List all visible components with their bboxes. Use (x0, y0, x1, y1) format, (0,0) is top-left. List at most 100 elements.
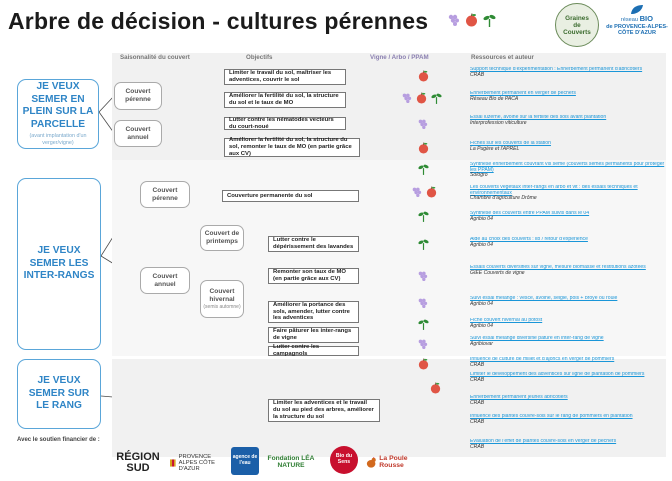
resource-item[interactable]: Enherbement permanent en verger de pêche… (470, 91, 666, 105)
resource-link[interactable]: Support technique d'expérimentation : En… (470, 67, 643, 72)
resource-item[interactable]: Enherbement permanent jeunes abricotiers… (470, 395, 666, 409)
resource-item[interactable]: Suivi essai mélange : vesce, avoine, sei… (470, 296, 666, 310)
resource-item[interactable]: Essais couverts diversifiés sur vigne, m… (470, 265, 666, 285)
resource-author: Agribio 04 (470, 322, 493, 329)
resource-author: Agribio 04 (470, 300, 493, 307)
culture-icons (418, 238, 429, 250)
culture-icons (418, 118, 428, 130)
resource-link[interactable]: Enherbement permanent jeunes abricotiers (470, 395, 568, 400)
band-section-2 (112, 160, 666, 356)
section-title: JE VEUX SEMER LES INTER-RANGS (23, 245, 95, 282)
header-ressources: Ressources et auteur (471, 54, 534, 61)
resource-item[interactable]: Essai luzerne, avoine sur la fertilité d… (470, 115, 666, 135)
resource-link[interactable]: Influence de culture de millet et d'ajon… (470, 357, 615, 362)
objective-text: Couverture permanente du sol (227, 192, 313, 199)
resource-link[interactable]: Fiches sur les couverts de la station (470, 141, 551, 146)
resource-item[interactable]: Synthèse des couverts entre PPAM suivis … (470, 211, 666, 225)
objective-box: Lutter contre le dépérissement des lavan… (268, 236, 359, 252)
section-inter-rangs: JE VEUX SEMER LES INTER-RANGS (17, 178, 101, 350)
objective-box: Remonter son taux de MO (en partie grâce… (268, 268, 359, 284)
resource-item[interactable]: Fiches sur les couverts de la station La… (470, 141, 666, 155)
culture-icons (418, 318, 429, 330)
header-saisonnalite: Saisonnalité du couvert (120, 54, 190, 61)
culture-icons (430, 382, 441, 394)
grape-icon (418, 271, 428, 281)
resource-link[interactable]: Suivi essai mélange diversifié pâturé en… (470, 336, 604, 341)
sprout-icon (483, 14, 496, 27)
objective-box: Limiter le travail du sol, maîtriser les… (224, 69, 346, 85)
band-section-1 (112, 68, 666, 163)
french-flag-icon (170, 459, 176, 467)
resource-link[interactable]: Essai luzerne, avoine sur la fertilité d… (470, 115, 607, 120)
resource-item[interactable]: Suivi essai mélange diversifié pâturé en… (470, 336, 666, 356)
bio-du-sens-text: Bio du Sens (335, 453, 353, 465)
title-icons (448, 13, 496, 27)
apple-icon (418, 358, 429, 370)
resource-link[interactable]: Fiche couvert hivernal au potost (470, 318, 543, 323)
objective-text: Lutter contre le dépérissement des lavan… (273, 237, 354, 250)
footer-label: Avec le soutien financier de : (17, 437, 100, 443)
resource-link[interactable]: Les couverts végétaux inter-rangs en arb… (470, 185, 638, 196)
resource-item[interactable]: Support technique d'expérimentation : En… (470, 67, 666, 87)
header-ppam-label: PPAM (411, 54, 429, 61)
level-printemps: Couvert de printemps (200, 225, 244, 251)
resource-link[interactable]: Évaluation de l'effet de plantes couvre-… (470, 439, 617, 444)
resource-item[interactable]: Limiter le développement des adventices … (470, 372, 666, 392)
grape-icon (402, 93, 412, 103)
agence-text: agence de l'eau (232, 454, 258, 466)
resource-item[interactable]: Fiche couvert hivernal au potost Agribio… (470, 318, 666, 332)
fondation-text: Fondation LÉA NATURE (267, 454, 315, 469)
resource-author: CRAB (470, 443, 485, 450)
resource-link[interactable]: Synthèse des couverts entre PPAM suivis … (470, 211, 590, 216)
apple-icon (418, 142, 429, 154)
resource-item[interactable]: Aide au choix des couverts : lib / retou… (470, 237, 666, 251)
resource-link[interactable]: Aide au choix des couverts : lib / retou… (470, 237, 588, 242)
resource-link[interactable]: Essais couverts diversifiés sur vigne, m… (470, 265, 646, 270)
culture-icons (418, 210, 429, 222)
resource-item[interactable]: Influence des plantes couvre-sols sur le… (470, 414, 666, 434)
culture-icons (418, 70, 429, 82)
objective-box: Améliorer la fertilité du sol, la struct… (224, 92, 346, 108)
level-label: Couvert pérenne (125, 88, 151, 103)
culture-icons (402, 92, 442, 104)
resource-item[interactable]: Synthèse enherbement couvrant vis semé (… (470, 162, 666, 182)
page-title: Arbre de décision - cultures pérennes (8, 8, 429, 34)
resource-item[interactable]: Influence de culture de millet et d'ajon… (470, 357, 666, 371)
apple-icon (416, 92, 427, 104)
header-objectifs: Objectifs (246, 54, 273, 61)
resource-author: CRAB (470, 376, 485, 383)
resource-author: CRAB (470, 71, 485, 78)
objective-box: Améliorer la portance des sols, amender,… (268, 301, 359, 323)
bio-region: de PROVENCE-ALPES-CÔTE D'AZUR (606, 24, 668, 37)
resource-author: Agribio 04 (470, 215, 493, 222)
objective-text: Limiter le travail du sol, maîtriser les… (229, 70, 332, 83)
apple-icon (430, 382, 441, 394)
objective-box: Lutter contre les nématodes vecteurs du … (224, 117, 346, 130)
resource-link[interactable]: Limiter le développement des adventices … (470, 372, 645, 377)
resource-link[interactable]: Enherbement permanent en verger de pêche… (470, 91, 576, 96)
objective-text: Lutter contre les nématodes vecteurs du … (229, 116, 334, 130)
resource-link[interactable]: Suivi essai mélange : vesce, avoine, sei… (470, 296, 618, 301)
apple-icon (466, 13, 477, 27)
resource-author: Sologro (470, 172, 488, 179)
culture-icons (418, 358, 429, 370)
level-sublabel: (semis automne) (203, 304, 241, 310)
resource-item[interactable]: Évaluation de l'effet de plantes couvre-… (470, 439, 666, 453)
resource-author: CRAB (470, 361, 485, 368)
bio-prefix: réseau (620, 17, 639, 23)
hen-icon (366, 456, 376, 468)
culture-icons (418, 142, 429, 154)
objective-box: Lutter contre les campagnols (268, 344, 359, 357)
resource-link[interactable]: Influence des plantes couvre-sols sur le… (470, 414, 633, 419)
graines-de-couverts-text: Graines de Couverts (563, 14, 591, 36)
resource-author: Interprofession viticulture (470, 119, 527, 126)
objective-box: Couverture permanente du sol (222, 190, 359, 202)
resource-item[interactable]: Les couverts végétaux inter-rangs en arb… (470, 185, 666, 205)
objective-text: Lutter contre les campagnols (273, 344, 320, 357)
section-sur-le-rang: JE VEUX SEMER SUR LE RANG (17, 359, 101, 429)
resource-link[interactable]: Synthèse enherbement couvrant vis semé (… (470, 162, 665, 173)
resource-author: Réseau Bio de PACA (470, 95, 519, 102)
resource-author: CRAB (470, 399, 485, 406)
region-sud-text: RÉGION SUD (116, 451, 160, 474)
column-headers (112, 53, 666, 68)
